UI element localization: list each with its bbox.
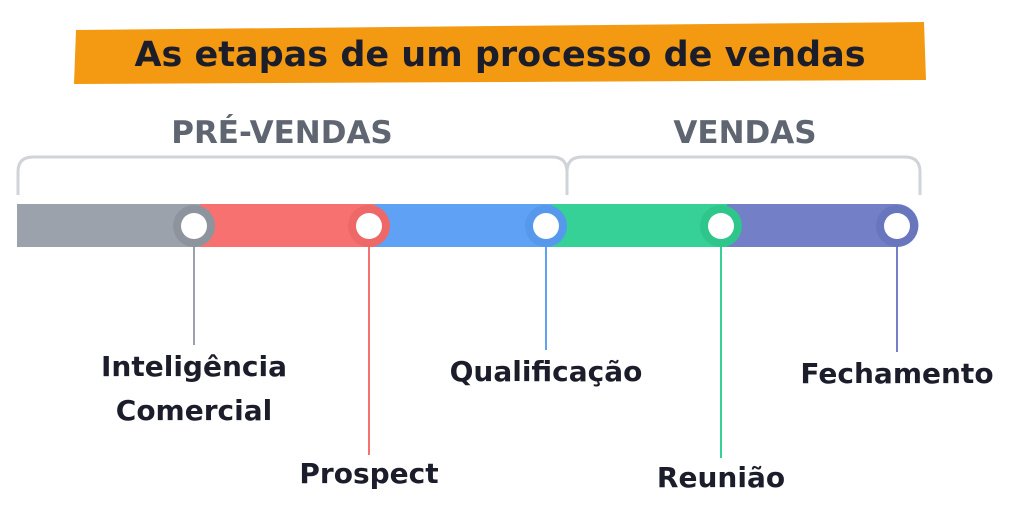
stage-label-comercial: Comercial xyxy=(116,394,272,427)
phase-pre-sales: PRÉ-VENDAS xyxy=(171,115,393,151)
stage-node xyxy=(525,205,567,247)
stage-label-qualificacao: Qualificação xyxy=(450,355,643,388)
phase-sales: VENDAS xyxy=(673,115,816,151)
segment-purple xyxy=(727,204,919,247)
title-banner xyxy=(74,22,926,84)
segment-blue xyxy=(375,204,555,247)
stage-node xyxy=(173,205,215,247)
stage-node xyxy=(348,205,390,247)
stage-label-fechamento: Fechamento xyxy=(800,357,993,390)
stage-label-inteligencia: Inteligência xyxy=(101,350,287,383)
phase-braces xyxy=(16,155,922,195)
stage-label-prospect: Prospect xyxy=(299,457,438,490)
stage-node xyxy=(700,205,742,247)
stage-node xyxy=(876,205,918,247)
stage-label-reuniao: Reunião xyxy=(657,461,785,494)
title: As etapas de um processo de vendas xyxy=(134,35,865,75)
